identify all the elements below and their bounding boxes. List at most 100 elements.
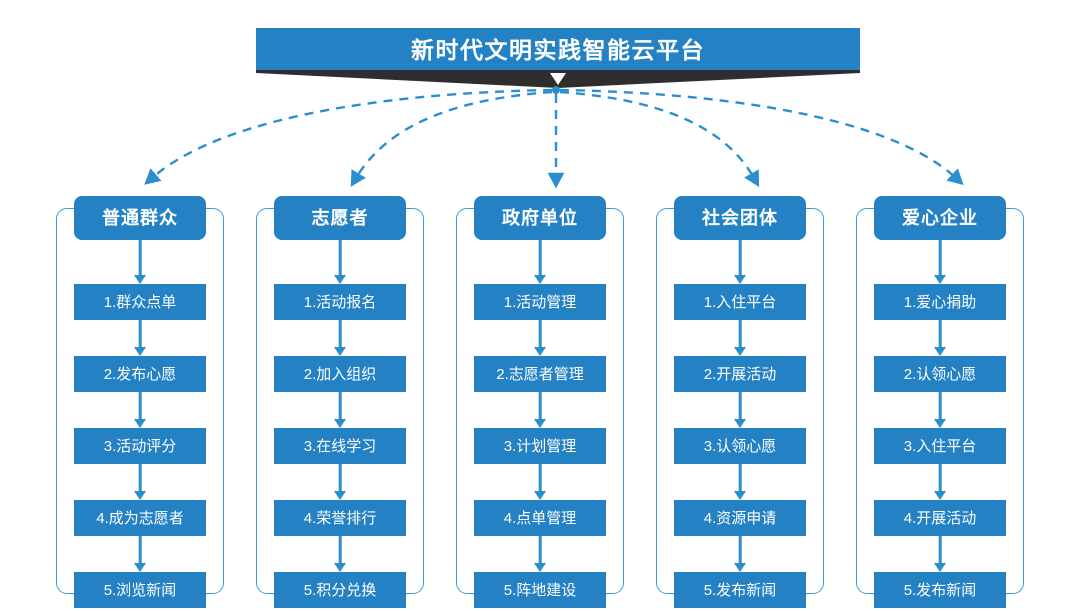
role-columns: 普通群众 1.群众点单 2.发布心愿 3.活动评分 4.成为志愿者 — [0, 196, 1080, 608]
step-label: 3.认领心愿 — [703, 437, 777, 455]
step-label: 1.入住平台 — [703, 293, 777, 311]
step-list-2: 1.活动报名 2.加入组织 3.在线学习 4.荣誉排行 5.积分兑换 — [274, 240, 406, 611]
arrow-down-icon — [133, 320, 147, 356]
chevron-down-icon — [550, 73, 566, 85]
column-header-1[interactable]: 普通群众 — [74, 196, 206, 240]
arrow-down-icon — [133, 240, 147, 284]
step-label: 2.志愿者管理 — [496, 365, 584, 383]
step-item[interactable]: 3.在线学习 — [274, 428, 406, 464]
step-list-1: 1.群众点单 2.发布心愿 3.活动评分 4.成为志愿者 5.浏览新闻 — [74, 240, 206, 611]
step-item[interactable]: 1.活动报名 — [274, 284, 406, 320]
step-label: 5.发布新闻 — [703, 581, 777, 599]
column-header-4[interactable]: 社会团体 — [674, 196, 806, 240]
arrow-down-icon — [333, 320, 347, 356]
role-column-爱心企业: 爱心企业 1.爱心捐助 2.认领心愿 3.入住平台 4.开展活动 — [856, 196, 1024, 608]
step-item[interactable]: 4.开展活动 — [874, 500, 1006, 536]
step-label: 4.点单管理 — [503, 509, 577, 527]
step-item[interactable]: 5.阵地建设 — [474, 572, 606, 608]
step-label: 3.在线学习 — [303, 437, 377, 455]
step-item[interactable]: 1.活动管理 — [474, 284, 606, 320]
step-item[interactable]: 2.发布心愿 — [74, 356, 206, 392]
step-item[interactable]: 1.入住平台 — [674, 284, 806, 320]
arrow-down-icon — [133, 536, 147, 572]
arrow-down-icon — [533, 240, 547, 284]
role-column-志愿者: 志愿者 1.活动报名 2.加入组织 3.在线学习 4.荣誉排行 — [256, 196, 424, 608]
step-label: 5.积分兑换 — [303, 581, 377, 599]
step-item[interactable]: 2.加入组织 — [274, 356, 406, 392]
arrow-down-icon — [533, 464, 547, 500]
arrow-down-icon — [333, 240, 347, 284]
platform-title-banner: 新时代文明实践智能云平台 — [256, 28, 860, 72]
role-column-社会团体: 社会团体 1.入住平台 2.开展活动 3.认领心愿 4.资源申请 — [656, 196, 824, 608]
step-item[interactable]: 3.活动评分 — [74, 428, 206, 464]
connector-to-column-1 — [144, 88, 553, 185]
step-label: 3.计划管理 — [503, 437, 577, 455]
arrow-down-icon — [733, 536, 747, 572]
step-label: 2.发布心愿 — [103, 365, 177, 383]
arrow-down-icon — [533, 320, 547, 356]
step-label: 4.开展活动 — [903, 509, 977, 527]
step-item[interactable]: 5.发布新闻 — [674, 572, 806, 608]
arrow-down-icon — [333, 392, 347, 428]
connector-to-column-4 — [559, 90, 760, 187]
column-header-2[interactable]: 志愿者 — [274, 196, 406, 240]
arrow-down-icon — [933, 536, 947, 572]
step-label: 3.入住平台 — [903, 437, 977, 455]
step-label: 2.认领心愿 — [903, 365, 977, 383]
arrow-down-icon — [933, 464, 947, 500]
step-label: 4.成为志愿者 — [96, 509, 184, 527]
step-list-3: 1.活动管理 2.志愿者管理 3.计划管理 4.点单管理 5.阵地建设 — [474, 240, 606, 611]
column-header-3[interactable]: 政府单位 — [474, 196, 606, 240]
role-column-政府单位: 政府单位 1.活动管理 2.志愿者管理 3.计划管理 4.点单管理 — [456, 196, 624, 608]
step-item[interactable]: 4.资源申请 — [674, 500, 806, 536]
step-list-4: 1.入住平台 2.开展活动 3.认领心愿 4.资源申请 5.发布新闻 — [674, 240, 806, 611]
banner-bar: 新时代文明实践智能云平台 — [256, 28, 860, 72]
step-label: 3.活动评分 — [103, 437, 177, 455]
arrow-down-icon — [133, 392, 147, 428]
step-label: 1.活动报名 — [303, 293, 377, 311]
arrow-down-icon — [933, 320, 947, 356]
step-label: 5.浏览新闻 — [103, 581, 177, 599]
step-item[interactable]: 5.发布新闻 — [874, 572, 1006, 608]
step-label: 5.阵地建设 — [503, 581, 577, 599]
step-label: 1.活动管理 — [503, 293, 577, 311]
arrow-down-icon — [733, 240, 747, 284]
step-item[interactable]: 4.点单管理 — [474, 500, 606, 536]
step-item[interactable]: 3.认领心愿 — [674, 428, 806, 464]
column-title: 社会团体 — [702, 208, 778, 228]
arrow-down-icon — [933, 240, 947, 284]
column-title: 政府单位 — [502, 208, 578, 228]
step-item[interactable]: 4.荣誉排行 — [274, 500, 406, 536]
step-item[interactable]: 5.积分兑换 — [274, 572, 406, 608]
arrow-down-icon — [733, 320, 747, 356]
step-item[interactable]: 5.浏览新闻 — [74, 572, 206, 608]
step-label: 4.荣誉排行 — [303, 509, 377, 527]
step-label: 4.资源申请 — [703, 509, 777, 527]
step-item[interactable]: 1.爱心捐助 — [874, 284, 1006, 320]
step-item[interactable]: 2.志愿者管理 — [474, 356, 606, 392]
ribbon-shape — [256, 70, 860, 88]
column-title: 志愿者 — [311, 208, 369, 228]
step-item[interactable]: 2.开展活动 — [674, 356, 806, 392]
arrow-down-icon — [533, 392, 547, 428]
connector-to-column-2 — [350, 90, 553, 187]
arrow-down-icon — [533, 536, 547, 572]
connector-origin-node — [552, 86, 560, 94]
connector-to-column-5 — [559, 88, 964, 185]
arrow-down-icon — [333, 464, 347, 500]
arrow-down-icon — [733, 392, 747, 428]
column-header-5[interactable]: 爱心企业 — [874, 196, 1006, 240]
step-item[interactable]: 2.认领心愿 — [874, 356, 1006, 392]
step-item[interactable]: 1.群众点单 — [74, 284, 206, 320]
step-label: 2.开展活动 — [703, 365, 777, 383]
role-column-普通群众: 普通群众 1.群众点单 2.发布心愿 3.活动评分 4.成为志愿者 — [56, 196, 224, 608]
step-item[interactable]: 3.计划管理 — [474, 428, 606, 464]
step-label: 1.群众点单 — [103, 293, 177, 311]
arrow-down-icon — [333, 536, 347, 572]
arrow-down-icon — [133, 464, 147, 500]
step-item[interactable]: 4.成为志愿者 — [74, 500, 206, 536]
step-item[interactable]: 3.入住平台 — [874, 428, 1006, 464]
column-title: 普通群众 — [102, 208, 178, 228]
arrow-down-icon — [733, 464, 747, 500]
